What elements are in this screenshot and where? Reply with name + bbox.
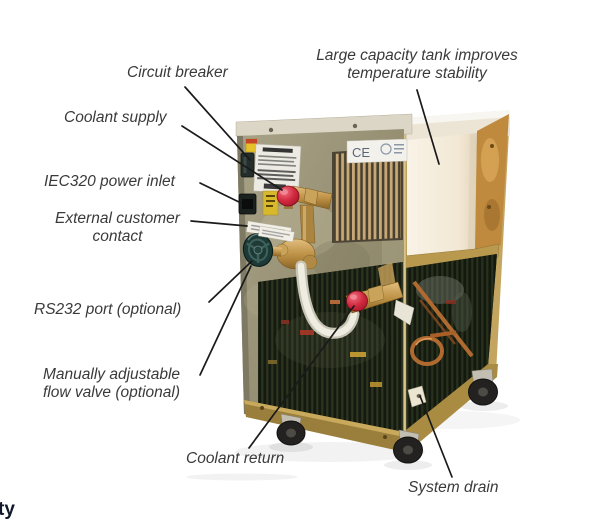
leader-circuit-breaker [184, 86, 251, 161]
caster-wheel [276, 413, 306, 446]
plumbing [242, 185, 415, 339]
label-external-customer-contact: External customer contact [55, 210, 180, 246]
label-iec320-power-inlet: IEC320 power inlet [44, 173, 175, 190]
label-system-drain: System drain [408, 479, 499, 496]
back-panel: CE [237, 129, 408, 447]
vent-grille-upper [332, 147, 403, 243]
leader-coolant-return [248, 305, 355, 449]
screw-icon [352, 123, 358, 129]
leader-flow-valve [199, 265, 252, 376]
voltage-label [262, 190, 279, 216]
valve-label [258, 225, 295, 243]
copper-tube [412, 280, 474, 358]
coolant-return-valve [346, 290, 368, 312]
leader-external-contact [190, 220, 248, 227]
label-coolant-return: Coolant return [186, 450, 285, 467]
base-and-casters [244, 368, 498, 464]
ce-mark: CE [352, 145, 370, 160]
power-inlet [238, 193, 257, 215]
caster-wheel [393, 429, 423, 464]
leader-large-tank [416, 89, 440, 165]
leader-system-drain [419, 395, 453, 478]
label-rs232-port: RS232 port (optional) [34, 301, 182, 318]
label-large-tank: Large capacity tank improves temperature… [316, 47, 518, 83]
leader-iec320 [199, 182, 242, 204]
leader-coolant-supply [181, 125, 283, 191]
label-flow-valve: Manually adjustable flow valve (optional… [43, 366, 181, 402]
tank [407, 133, 477, 257]
product-label [253, 143, 302, 194]
gold-frame [475, 114, 509, 252]
coolant-supply-valve [276, 185, 300, 207]
condenser-interior [406, 254, 497, 434]
top-band [235, 113, 413, 137]
cutoff-text: ty [0, 499, 15, 520]
label-circuit-breaker: Circuit breaker [127, 64, 228, 81]
caster-wheel [468, 368, 498, 406]
warning-label [245, 138, 258, 153]
screw-icon [268, 127, 274, 133]
ce-label: CE [346, 138, 408, 164]
label-coolant-supply: Coolant supply [64, 109, 167, 126]
leader-lines [181, 86, 453, 478]
leader-rs232 [208, 260, 253, 303]
